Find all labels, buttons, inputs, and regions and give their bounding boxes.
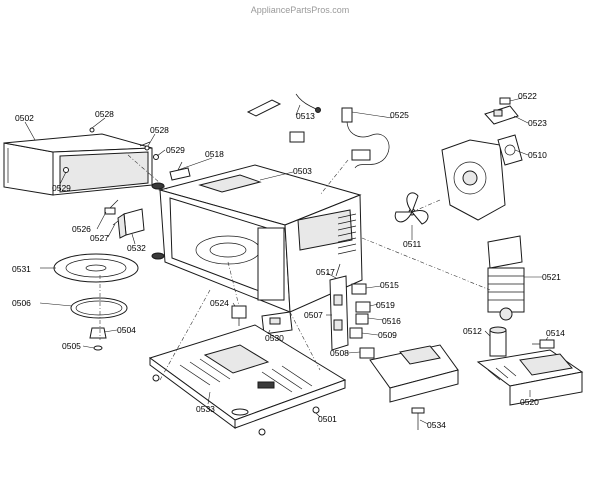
part-0518-bracket[interactable] bbox=[169, 161, 191, 181]
label-0509[interactable]: 0509 bbox=[378, 330, 397, 340]
part-0521-magnetron[interactable] bbox=[487, 235, 525, 321]
label-0516[interactable]: 0516 bbox=[382, 316, 401, 326]
label-0533[interactable]: 0533 bbox=[196, 404, 215, 414]
label-0520[interactable]: 0520 bbox=[520, 397, 539, 407]
label-0501[interactable]: 0501 bbox=[318, 414, 337, 424]
label-0510[interactable]: 0510 bbox=[528, 150, 547, 160]
label-0528-a[interactable]: 0528 bbox=[95, 109, 114, 119]
label-0508[interactable]: 0508 bbox=[330, 348, 349, 358]
assembly-guide-lines bbox=[99, 154, 491, 381]
part-0522-connector[interactable] bbox=[499, 97, 511, 105]
label-0502[interactable]: 0502 bbox=[15, 113, 34, 123]
part-0506-roller-ring[interactable] bbox=[70, 297, 128, 319]
part-0519-switch[interactable] bbox=[355, 301, 371, 313]
part-0505-washer[interactable] bbox=[93, 345, 103, 351]
label-0507[interactable]: 0507 bbox=[304, 310, 323, 320]
label-0527[interactable]: 0527 bbox=[90, 233, 109, 243]
part-0503-oven-cavity[interactable] bbox=[151, 164, 363, 313]
label-0521[interactable]: 0521 bbox=[542, 272, 561, 282]
part-0534-bolt[interactable] bbox=[411, 407, 425, 430]
part-0531-glass-tray[interactable] bbox=[53, 253, 139, 283]
part-0523-board[interactable] bbox=[484, 105, 519, 125]
label-0504[interactable]: 0504 bbox=[117, 325, 136, 335]
part-0502-outer-cabinet[interactable] bbox=[3, 133, 153, 196]
label-0522[interactable]: 0522 bbox=[518, 91, 537, 101]
part-0501-screw[interactable] bbox=[152, 374, 320, 436]
label-0503[interactable]: 0503 bbox=[293, 166, 312, 176]
label-0525[interactable]: 0525 bbox=[390, 110, 409, 120]
label-0523[interactable]: 0523 bbox=[528, 118, 547, 128]
part-0520-transformer[interactable] bbox=[476, 349, 584, 406]
watermark: AppliancePartsPros.com bbox=[251, 5, 350, 15]
part-0524-switch[interactable] bbox=[231, 305, 247, 326]
label-0534[interactable]: 0534 bbox=[427, 420, 446, 430]
label-0517[interactable]: 0517 bbox=[316, 267, 335, 277]
leader-lines bbox=[24, 97, 549, 425]
part-0517-lever[interactable] bbox=[335, 263, 341, 277]
label-0506[interactable]: 0506 bbox=[12, 298, 31, 308]
part-0532-cover[interactable] bbox=[117, 208, 145, 239]
part-0515-switch[interactable] bbox=[351, 283, 367, 295]
part-0504-coupler[interactable] bbox=[89, 327, 107, 339]
part-0507-latch-bracket[interactable] bbox=[329, 275, 349, 351]
part-0511-fan-blade[interactable] bbox=[394, 192, 429, 225]
part-0530-plate[interactable] bbox=[261, 311, 293, 335]
label-0518[interactable]: 0518 bbox=[205, 149, 224, 159]
part-0533-base-plate[interactable] bbox=[148, 324, 347, 429]
label-0531[interactable]: 0531 bbox=[12, 264, 31, 274]
part-0516-switch[interactable] bbox=[355, 313, 369, 325]
part-0509-switch[interactable] bbox=[349, 327, 363, 339]
label-0505[interactable]: 0505 bbox=[62, 341, 81, 351]
label-0528-b[interactable]: 0528 bbox=[150, 125, 169, 135]
part-labels: 0502 0528 0528 0529 0529 0526 0527 0532 … bbox=[12, 91, 565, 430]
part-0514-diode[interactable] bbox=[532, 339, 555, 349]
part-mounting-tray[interactable] bbox=[369, 344, 459, 403]
label-0515[interactable]: 0515 bbox=[380, 280, 399, 290]
part-0525-wiring[interactable] bbox=[341, 107, 390, 169]
label-0511[interactable]: 0511 bbox=[403, 239, 422, 249]
label-0512[interactable]: 0512 bbox=[463, 326, 482, 336]
part-0510-fan-housing[interactable] bbox=[441, 134, 523, 221]
label-0529-a[interactable]: 0529 bbox=[166, 145, 185, 155]
label-0524[interactable]: 0524 bbox=[210, 298, 229, 308]
label-0514[interactable]: 0514 bbox=[546, 328, 565, 338]
part-0508-switch[interactable] bbox=[359, 347, 375, 359]
label-0530[interactable]: 0530 bbox=[265, 333, 284, 343]
label-0529-b[interactable]: 0529 bbox=[52, 183, 71, 193]
part-0512-capacitor[interactable] bbox=[489, 326, 507, 357]
label-0513[interactable]: 0513 bbox=[296, 111, 315, 121]
label-0526[interactable]: 0526 bbox=[72, 224, 91, 234]
part-0513-harness[interactable] bbox=[246, 93, 321, 143]
label-0519[interactable]: 0519 bbox=[376, 300, 395, 310]
part-0526-bracket[interactable] bbox=[104, 199, 119, 215]
label-0532[interactable]: 0532 bbox=[127, 243, 146, 253]
